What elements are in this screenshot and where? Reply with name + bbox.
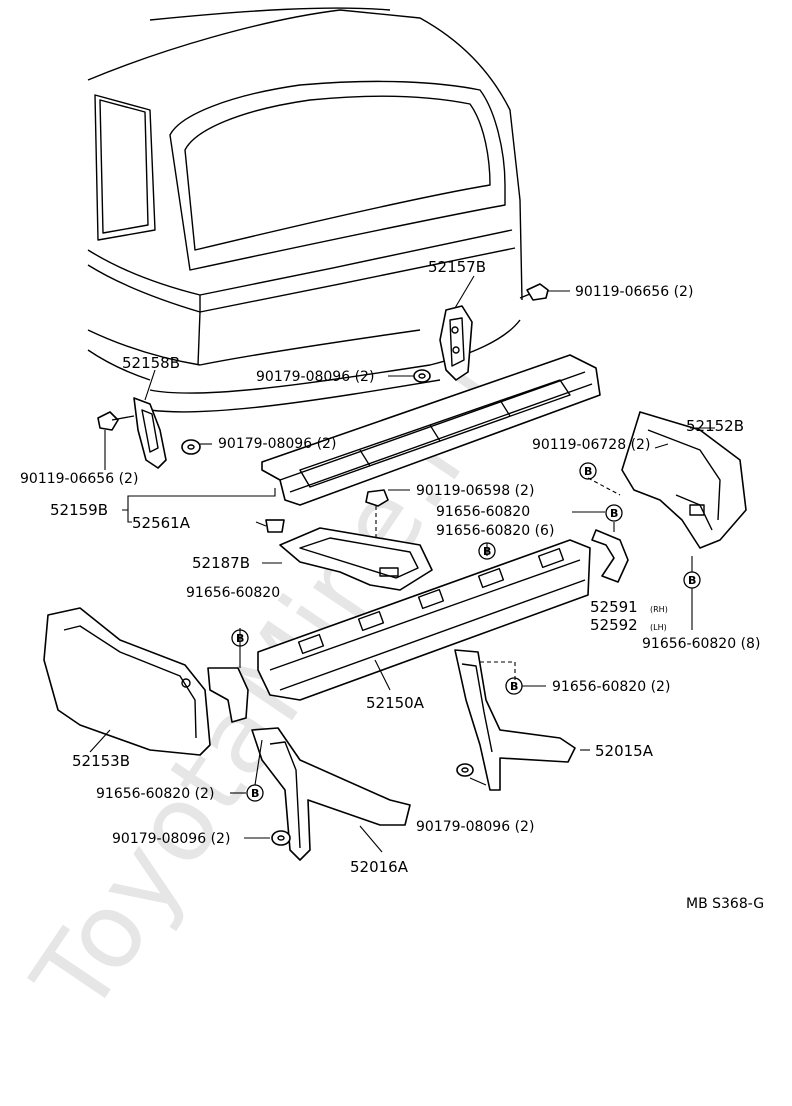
label-52592-side: (LH)	[650, 623, 667, 632]
svg-text:B: B	[688, 574, 696, 587]
label-91656-60820-2-left: 91656-60820 (2)	[96, 786, 214, 802]
label-52158B: 52158B	[122, 354, 180, 372]
marker-b-5: B	[231, 629, 249, 647]
label-52591-side: (RH)	[650, 605, 668, 614]
bolt-90119-06656-left	[97, 411, 135, 431]
plate-52187B	[279, 527, 433, 591]
corner-bumper-52152B	[621, 411, 747, 549]
label-90179-08096-bottom-right: 90179-08096 (2)	[416, 819, 534, 835]
reference-code: MB S368-G	[686, 896, 764, 912]
label-91656-60820-a: 91656-60820	[436, 504, 530, 520]
marker-b-7: B	[246, 784, 264, 802]
clip-left	[207, 667, 249, 723]
bracket-52157B	[439, 305, 473, 381]
marker-b-3: B	[478, 542, 496, 560]
marker-b-2: B	[605, 504, 623, 522]
label-52159B: 52159B	[50, 501, 108, 519]
clip-52591-52592	[591, 529, 629, 583]
stay-52015A	[454, 649, 576, 791]
label-52015A: 52015A	[595, 742, 654, 760]
vehicle-body-drawing	[87, 7, 523, 413]
nut-90179-08096-bottom-right	[456, 763, 474, 777]
label-90119-06656-left: 90119-06656 (2)	[20, 471, 138, 487]
label-52152B: 52152B	[686, 417, 744, 435]
nut-90179-08096-center	[413, 369, 431, 383]
nut-90179-08096-left	[181, 439, 201, 455]
label-90119-06728: 90119-06728 (2)	[532, 437, 650, 453]
svg-text:B: B	[584, 465, 592, 478]
svg-text:B: B	[236, 632, 244, 645]
label-52187B: 52187B	[192, 554, 250, 572]
label-91656-60820-6: 91656-60820 (6)	[436, 523, 554, 539]
label-52016A: 52016A	[350, 858, 409, 876]
label-52153B: 52153B	[72, 752, 130, 770]
label-90179-08096-bottom-left: 90179-08096 (2)	[112, 831, 230, 847]
stay-52016A	[251, 727, 411, 861]
bolt-90119-06656-top	[519, 283, 549, 301]
bolt-90119-06598	[365, 489, 389, 540]
bracket-52158B	[133, 397, 167, 469]
label-90119-06656-top: 90119-06656 (2)	[575, 284, 693, 300]
svg-text:B: B	[251, 787, 259, 800]
corner-bumper-52153B	[43, 607, 211, 756]
label-90179-08096-center: 90179-08096 (2)	[256, 369, 374, 385]
step-pad-52159B	[261, 354, 601, 506]
svg-text:B: B	[510, 680, 518, 693]
svg-text:B: B	[483, 545, 491, 558]
label-90119-06598: 90119-06598 (2)	[416, 483, 534, 499]
label-52561A: 52561A	[132, 514, 191, 532]
marker-b-1: B	[579, 462, 597, 480]
clip-52561A	[265, 519, 285, 533]
marker-b-4: B	[683, 571, 701, 589]
label-52591: 52591	[590, 598, 638, 616]
marker-b-6: B	[505, 677, 523, 695]
leader-lines	[89, 275, 715, 853]
label-52150A: 52150A	[366, 694, 425, 712]
label-91656-60820-b: 91656-60820	[186, 585, 280, 601]
reinforcement-52150A	[257, 539, 591, 701]
part-labels: 52157B 90119-06656 (2) 52158B 90179-0809…	[20, 258, 760, 876]
label-52157B: 52157B	[428, 258, 486, 276]
nut-90179-08096-bottom-left	[271, 830, 291, 846]
label-91656-60820-8: 91656-60820 (8)	[642, 636, 760, 652]
label-90179-08096-left: 90179-08096 (2)	[218, 436, 336, 452]
svg-text:B: B	[610, 507, 618, 520]
label-91656-60820-2-right: 91656-60820 (2)	[552, 679, 670, 695]
label-52592: 52592	[590, 616, 638, 634]
